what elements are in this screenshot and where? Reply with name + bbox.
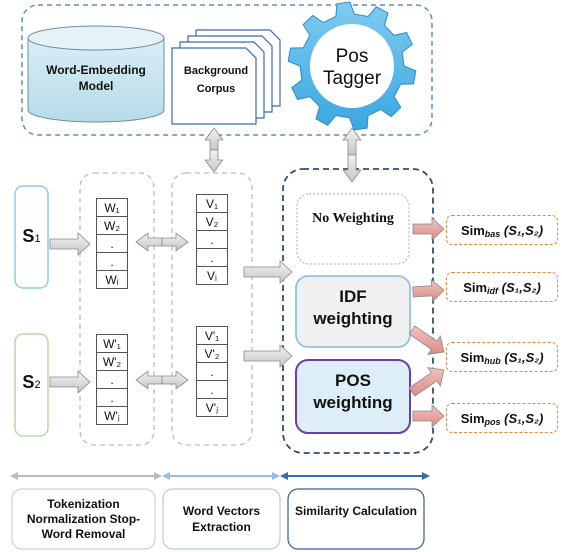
list-cell: V'₁ bbox=[196, 326, 228, 345]
list-cell: . bbox=[196, 362, 228, 381]
list-cell: W'₁ bbox=[96, 334, 128, 353]
similarity-output-bas: Simbas (S₁,S₂) bbox=[446, 215, 558, 245]
arrow-to-sim-idf bbox=[412, 278, 445, 303]
list-cell: . bbox=[96, 234, 128, 253]
similarity-output-hub: Simhub (S₁,S₂) bbox=[446, 342, 558, 372]
stage-axis bbox=[10, 472, 430, 480]
gear-icon bbox=[287, 1, 417, 131]
list-cell: . bbox=[96, 370, 128, 389]
arrow-tokens-vectors-1 bbox=[135, 232, 163, 252]
documents-icon bbox=[171, 29, 281, 125]
no-weighting-label: No Weighting bbox=[312, 211, 394, 226]
list-cell: . bbox=[96, 252, 128, 271]
list-cell: W₁ bbox=[96, 198, 128, 217]
arrow-vectors1-to-similarity bbox=[243, 260, 293, 284]
tokenization-stage-box bbox=[11, 488, 156, 550]
idf-weighting-box bbox=[295, 275, 411, 348]
background-corpus-label: Background Corpus bbox=[183, 65, 249, 95]
arrow-to-sim-pos bbox=[412, 404, 445, 428]
arrow-s2-to-tokens bbox=[49, 370, 91, 394]
list-cell: V₁ bbox=[196, 194, 228, 213]
arrow-to-sim-hub-2 bbox=[408, 367, 445, 397]
list-cell: . bbox=[196, 248, 228, 267]
idf-weighting-label: IDF weighting bbox=[313, 287, 393, 328]
arrow-to-sim-bas bbox=[412, 217, 445, 241]
similarity-output-pos: Simpos (S₁,S₂) bbox=[446, 403, 558, 433]
vectors-stage-box bbox=[162, 488, 281, 550]
arrow-tagger-similarity bbox=[342, 127, 362, 156]
pos-weighting-label: POS weighting bbox=[313, 371, 393, 412]
s1-box bbox=[14, 185, 49, 289]
list-cell: Wᵢ bbox=[96, 270, 128, 289]
vectors-stage-label: Word Vectors Extraction bbox=[182, 504, 261, 534]
list-cell: V₂ bbox=[196, 212, 228, 231]
tokens-container bbox=[79, 172, 155, 446]
s1-label: S1 bbox=[22, 226, 41, 246]
list-cell: . bbox=[196, 230, 228, 249]
similarity-output-idf: Simidf (S₁,S₂) bbox=[446, 272, 558, 302]
arrow-tagger-similarity bbox=[342, 154, 362, 183]
list-cell: V'ⱼ bbox=[196, 398, 228, 417]
list-cell: W'₂ bbox=[96, 352, 128, 371]
arrow-tokens-vectors-1 bbox=[161, 232, 189, 252]
arrow-to-sim-hub bbox=[408, 325, 445, 355]
arrow-corpus-vectors bbox=[204, 149, 224, 173]
arrow-s1-to-tokens bbox=[49, 232, 91, 256]
arrow-tokens-vectors-2 bbox=[135, 370, 163, 390]
pos-tagger-label: Pos Tagger bbox=[322, 46, 382, 89]
list-cell: W₂ bbox=[96, 216, 128, 235]
arrow-tokens-vectors-2 bbox=[161, 370, 189, 390]
word-embedding-model-label: Word-Embedding Model bbox=[46, 63, 146, 93]
list-cell: V'₂ bbox=[196, 344, 228, 363]
flow-arrows bbox=[49, 127, 445, 428]
pos-weighting-box bbox=[295, 359, 411, 434]
list-cell: . bbox=[196, 380, 228, 399]
list-cell: W'ⱼ bbox=[96, 406, 128, 425]
s2-label: S2 bbox=[22, 372, 41, 392]
similarity-container bbox=[282, 168, 434, 454]
arrow-vectors2-to-similarity bbox=[243, 344, 293, 368]
no-weighting-box bbox=[296, 193, 410, 265]
database-icon bbox=[27, 25, 165, 123]
list-cell: . bbox=[96, 388, 128, 407]
s2-box bbox=[14, 333, 49, 437]
similarity-stage-label: Similarity Calculation bbox=[294, 504, 418, 518]
arrow-corpus-vectors bbox=[204, 127, 224, 151]
similarity-stage-box bbox=[287, 488, 425, 550]
tokenization-stage-label: Tokenization Normalization Stop-Word Rem… bbox=[26, 497, 141, 541]
list-cell: Vᵢ bbox=[196, 266, 228, 285]
vectors-container bbox=[171, 172, 253, 446]
